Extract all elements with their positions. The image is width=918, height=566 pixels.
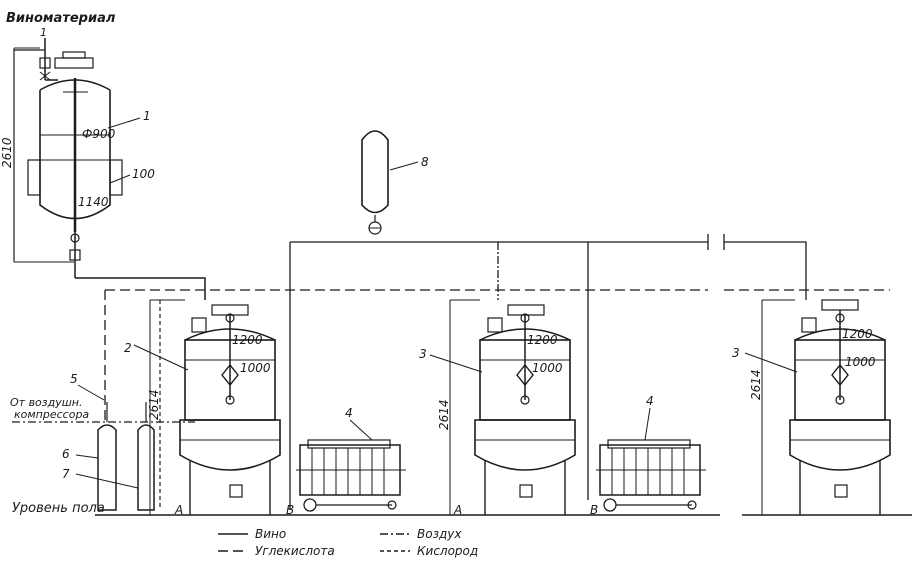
feed-tank-jacket-dim: 100 xyxy=(132,167,155,181)
compressor-label-line2: компрессора xyxy=(14,408,89,421)
gas-cylinders: 5 От воздушн. компрессора 6 7 2614 xyxy=(10,372,161,511)
tank-3a-dim-1200: 1200 xyxy=(527,333,558,347)
tank-3a-dim-1000: 1000 xyxy=(532,361,563,375)
title-label: Виноматериал xyxy=(6,11,116,26)
tank-3a-number: 3 xyxy=(419,347,427,361)
dim-2614-b-rotated: 2614 xyxy=(437,399,451,430)
compressor-label-line1: От воздушн. xyxy=(10,396,83,409)
feed-tank-number: 1 xyxy=(143,109,151,123)
dim-2614-c-rotated: 2614 xyxy=(749,369,763,400)
tank-2-number: 2 xyxy=(124,341,132,355)
pipelines xyxy=(12,49,890,510)
legend: Вино Углекислота Воздух Кислород xyxy=(218,527,478,558)
feed-tank-diameter: Ф900 xyxy=(82,127,116,141)
mark-b1: B xyxy=(286,503,294,517)
feed-tank: 1 Ф900 1 1140 100 2610 xyxy=(0,26,155,278)
mark-b2: B xyxy=(590,503,598,517)
floor-level-label: Уровень пола xyxy=(12,501,105,516)
tank-3a: 3 1200 1000 2614 A B xyxy=(419,299,598,517)
legend-label-oxygen: Кислород xyxy=(417,544,478,558)
legend-label-air: Воздух xyxy=(417,527,462,541)
tank-2-dim-1200: 1200 xyxy=(232,333,263,347)
filter-4a-number: 4 xyxy=(345,406,353,420)
vessel-8: 8 xyxy=(361,130,429,235)
vessel-8-number: 8 xyxy=(421,155,429,169)
item-5-label: 5 xyxy=(70,372,78,386)
feed-tank-cylinder-dim: 1140 xyxy=(78,195,109,209)
tank-3b-dim-1000: 1000 xyxy=(845,355,876,369)
filter-4b: 4 xyxy=(596,394,706,512)
dim-2614-a-rotated: 2614 xyxy=(147,389,161,420)
item-7-label: 7 xyxy=(62,467,70,481)
feed-valve-number: 1 xyxy=(40,26,47,39)
tank-3b-number: 3 xyxy=(732,346,740,360)
legend-label-wine: Вино xyxy=(255,527,286,541)
mark-a1: A xyxy=(174,503,183,517)
legend-label-co2: Углекислота xyxy=(255,544,335,558)
tank-2-dim-1000: 1000 xyxy=(240,361,271,375)
feed-tank-height-dim: 2610 xyxy=(0,137,14,168)
mark-a2: A xyxy=(453,503,462,517)
tank-3b-dim-1200: 1200 xyxy=(842,327,873,341)
tank-2: 2 1200 1000 A B xyxy=(124,299,294,517)
tank-3b: 3 1200 1000 2614 xyxy=(732,299,891,515)
filter-4b-number: 4 xyxy=(646,394,654,408)
filter-4a: 4 xyxy=(296,406,406,512)
item-6-label: 6 xyxy=(62,447,70,461)
